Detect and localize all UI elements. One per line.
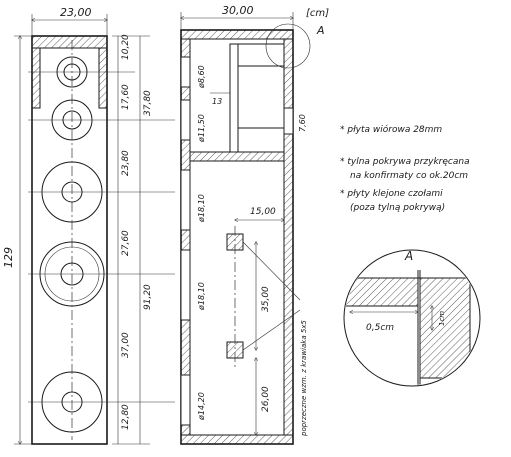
dim-side-depth: 30,00: [222, 4, 254, 17]
hole-dia-3: ø18,10: [197, 194, 206, 223]
detail-ref-letter: A: [316, 24, 325, 37]
note-3: na konfirmaty co ok.20cm: [350, 171, 468, 181]
brace-label: poprzeczne wzm. z krawiaka 5x5: [300, 320, 308, 437]
hole-dia-5: ø14,20: [197, 392, 206, 421]
detail-1cm-dim: 1cm: [438, 311, 446, 326]
dim-seg-2: 17,60: [121, 84, 131, 110]
dim-15: 15,00: [250, 207, 276, 217]
front-top-board: [31, 35, 108, 49]
note-4: * płyty klejone czołami: [340, 189, 443, 199]
note-2: * tylna pokrywa przykręcana: [340, 157, 470, 167]
dim-seg-8: 12,80: [121, 404, 131, 430]
dim-seg-7: 37,00: [121, 332, 131, 358]
dim-seg-4: 23,80: [121, 150, 131, 176]
unit-label: [cm]: [306, 8, 329, 19]
detail-gap-dim: 0,5cm: [366, 323, 394, 333]
hole-dia-1: ø8,60: [197, 65, 206, 89]
dim-seg-5: 27,60: [121, 230, 131, 256]
detail-a-view: [343, 249, 481, 387]
hole-dia-2: ø11,50: [197, 114, 206, 143]
dim-seg-3: 37,80: [143, 90, 153, 116]
dim-front-height: 129: [2, 247, 15, 268]
front-view: [14, 14, 175, 445]
dim-35: 35,00: [261, 286, 271, 312]
side-section: [180, 12, 311, 445]
note-5: (poza tylną pokrywą): [350, 203, 445, 213]
dim-seg-1: 10,20: [121, 34, 131, 60]
front-left-board: [31, 47, 41, 109]
inner-partition: [229, 43, 239, 153]
front-right-board: [98, 47, 108, 109]
front-panel-outline: [31, 35, 108, 445]
hole-dia-4: ø18,10: [197, 282, 206, 311]
detail-a-marker: [265, 23, 311, 69]
dim-seg-6: 91,20: [143, 284, 153, 310]
middle-shelf: [189, 151, 285, 162]
back-cover-section: [283, 38, 294, 436]
dim-26: 26,00: [261, 386, 271, 412]
dim-7-60: 7,60: [298, 114, 307, 132]
detail-title: A: [404, 249, 413, 263]
dim-13: 13: [212, 97, 222, 106]
front-baffle-section: [180, 38, 191, 436]
note-1: * płyta wiórowa 28mm: [340, 124, 442, 135]
dim-front-width: 23,00: [60, 6, 92, 19]
